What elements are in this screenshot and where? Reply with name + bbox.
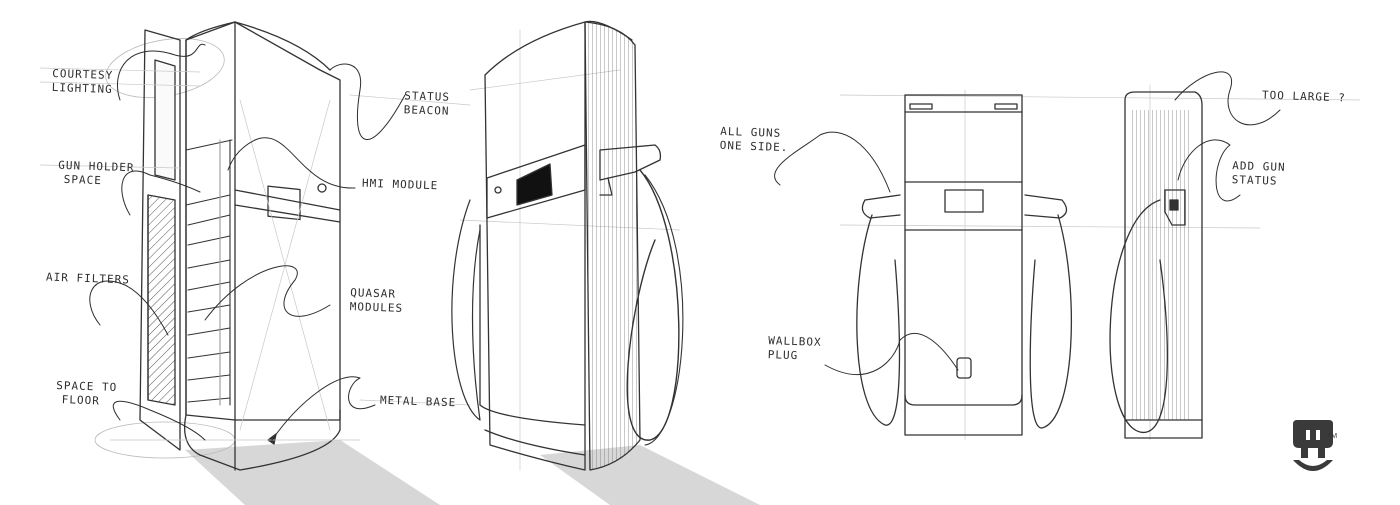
label-line: HMI MODULE	[361, 176, 439, 193]
label-line: LIGHTING	[51, 80, 113, 97]
label-gun-holder-space: GUN HOLDER SPACE	[58, 159, 135, 190]
wallbox-plug-face-icon	[1293, 420, 1333, 471]
floor-shadows	[185, 440, 760, 505]
label-line: BEACON	[403, 103, 450, 118]
trademark-mark: TM	[1327, 433, 1338, 440]
label-metal-base: METAL BASE	[380, 394, 457, 411]
label-line: AIR FILTERS	[45, 270, 131, 287]
label-quasar-modules: QUASAR MODULES	[350, 286, 404, 316]
charger-front-view-sketch	[774, 84, 1361, 441]
label-too-large: TOO LARGE ?	[1262, 89, 1346, 106]
label-line: STATUS	[1231, 173, 1278, 188]
label-line: FLOOR	[61, 393, 101, 408]
charger-side-view-sketch	[1109, 71, 1281, 439]
label-line: PLUG	[767, 348, 799, 363]
label-wallbox-plug: WALLBOX PLUG	[768, 334, 822, 364]
label-line: ONE SIDE.	[719, 138, 789, 155]
label-courtesy-lighting: COURTESY LIGHTING	[52, 67, 114, 97]
label-line: MODULES	[349, 300, 404, 315]
label-line: SPACE	[63, 172, 103, 188]
label-status-beacon: STATUS BEACON	[404, 89, 451, 119]
label-air-filters: AIR FILTERS	[46, 271, 130, 288]
label-space-to-floor: SPACE TO FLOOR	[56, 379, 117, 409]
cabinet-open-door-sketch	[39, 21, 471, 471]
label-line: METAL BASE	[379, 393, 457, 410]
label-hmi-module: HMI MODULE	[362, 177, 439, 194]
charger-perspective-sketch	[451, 20, 684, 471]
label-all-guns-one-side: ALL GUNS ONE SIDE.	[720, 125, 790, 155]
label-line: TOO LARGE ?	[1261, 88, 1347, 105]
label-add-gun-status: ADD GUN STATUS	[1232, 159, 1286, 189]
